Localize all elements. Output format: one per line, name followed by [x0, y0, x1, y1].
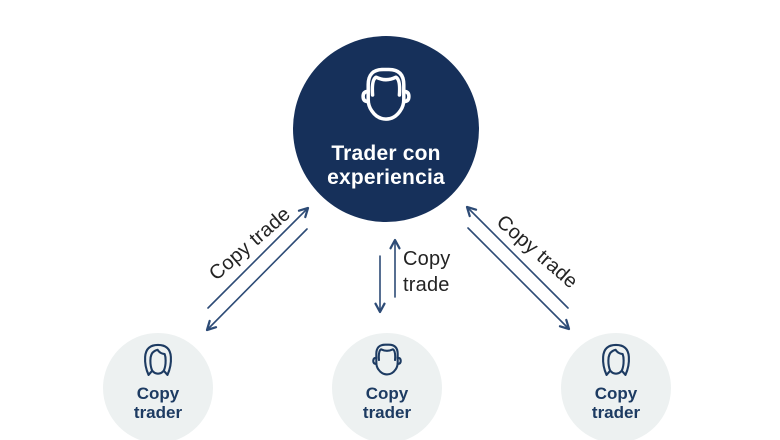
ear-right [402, 89, 411, 104]
copy-trader-label-line2: trader [362, 403, 412, 422]
copy-trader-label-line1: Copy [136, 384, 180, 403]
edge-label-middle: Copy trade [403, 246, 451, 298]
face-outline [607, 348, 625, 375]
hairline [370, 75, 402, 97]
edge-label-middle-line1: Copy [403, 248, 451, 270]
copy-trader-label: Copy trader [592, 384, 640, 422]
female-face-icon [144, 343, 172, 376]
ear-left [361, 89, 370, 104]
male-face-icon [361, 67, 411, 121]
copy-trader-node-right: Copy trader [561, 333, 671, 440]
copy-trader-node-middle: Copy trader [332, 333, 442, 440]
male-face-icon [372, 343, 402, 376]
edge-label-middle-line2: trade [403, 274, 450, 296]
expert-label-line1: Trader con [331, 142, 441, 165]
arrow-expert-to-left-trader [205, 228, 308, 332]
expert-trader-node: Trader con experiencia [293, 36, 479, 222]
head-outline [366, 67, 406, 121]
female-face-icon [602, 343, 630, 376]
copy-trader-node-left: Copy trader [103, 333, 213, 440]
arrow-expert-to-right-trader [467, 227, 571, 331]
ear-left [372, 356, 378, 365]
arrow-right-trader-to-expert [465, 205, 569, 309]
arrow-left-trader-to-expert [207, 206, 310, 309]
ear-right [396, 356, 402, 365]
copy-trader-label-line1: Copy [365, 384, 409, 403]
copy-trader-label-line2: trader [133, 403, 183, 422]
copy-trader-label-line2: trader [591, 403, 641, 422]
expert-label-line2: experiencia [327, 166, 445, 189]
face-outline [149, 348, 167, 375]
copy-trader-label: Copy trader [363, 384, 411, 422]
head-outline [375, 343, 399, 376]
copy-trader-label-line1: Copy [594, 384, 638, 403]
hairline [377, 348, 397, 362]
copy-trader-label: Copy trader [134, 384, 182, 422]
expert-node-label: Trader con experiencia [327, 142, 445, 190]
